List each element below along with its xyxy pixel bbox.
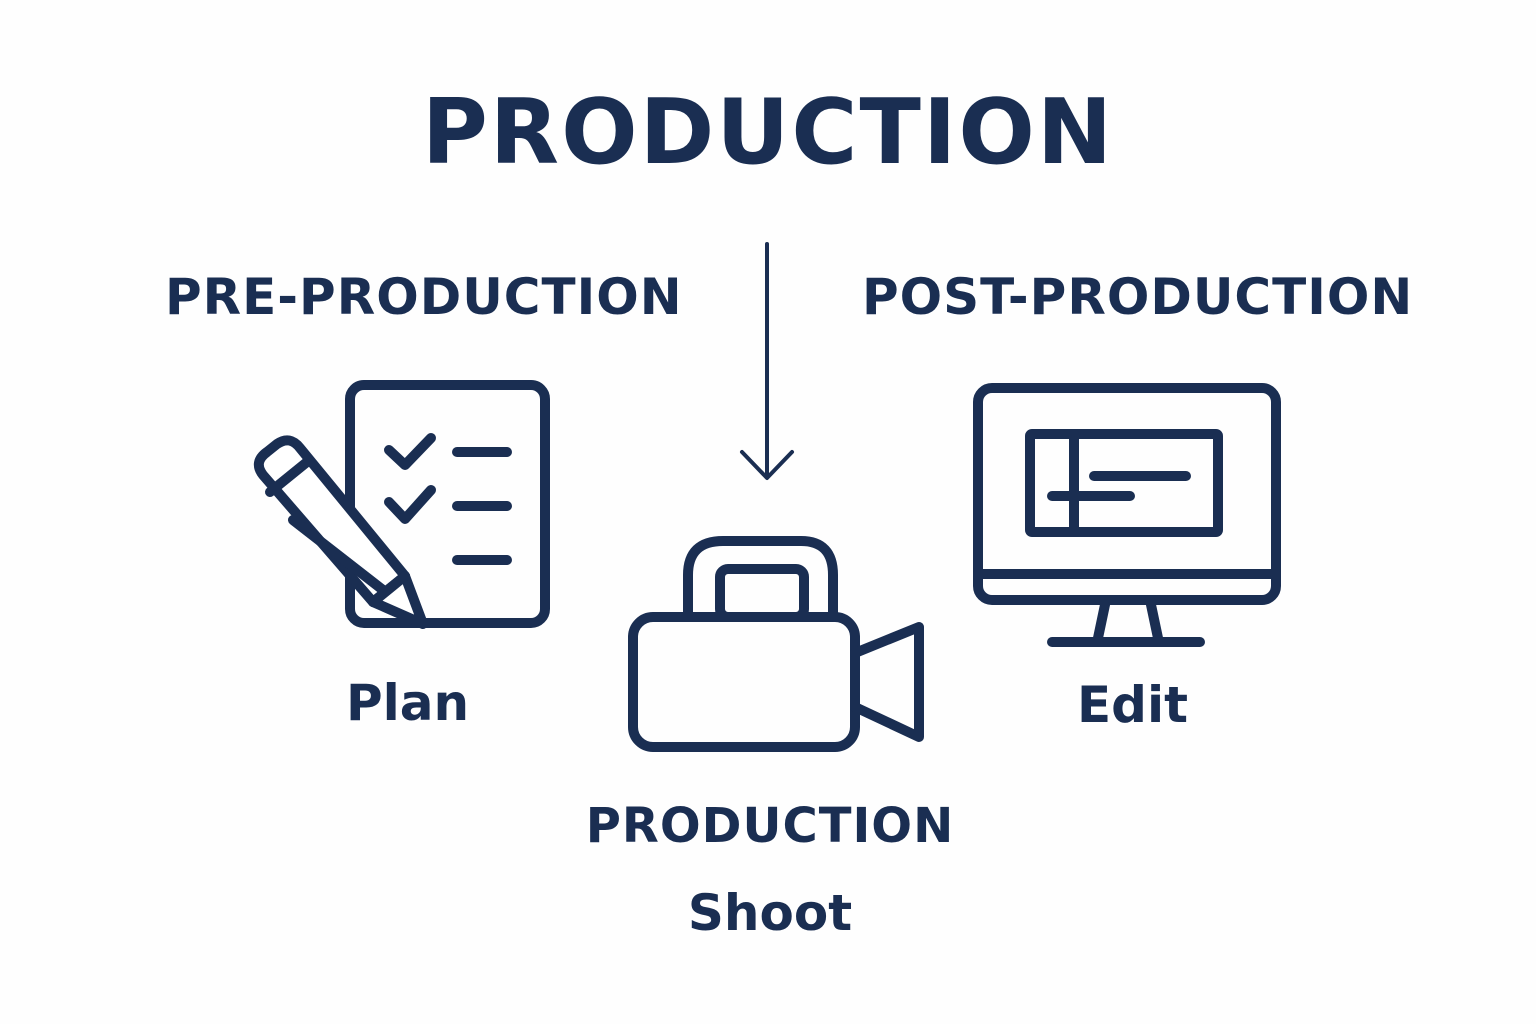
checklist-pencil-icon	[253, 380, 550, 629]
down-arrow-icon	[740, 242, 794, 480]
diagram-title: PRODUCTION	[421, 80, 1115, 185]
plan-label: Plan	[346, 674, 470, 732]
monitor-editor-icon	[973, 383, 1281, 647]
post-production-label: POST-PRODUCTION	[862, 268, 1414, 326]
production-phase-label: PRODUCTION	[585, 798, 955, 854]
shoot-label: Shoot	[687, 884, 853, 942]
pre-production-label: PRE-PRODUCTION	[165, 268, 683, 326]
edit-label: Edit	[1077, 676, 1188, 734]
video-camera-icon	[628, 536, 924, 752]
